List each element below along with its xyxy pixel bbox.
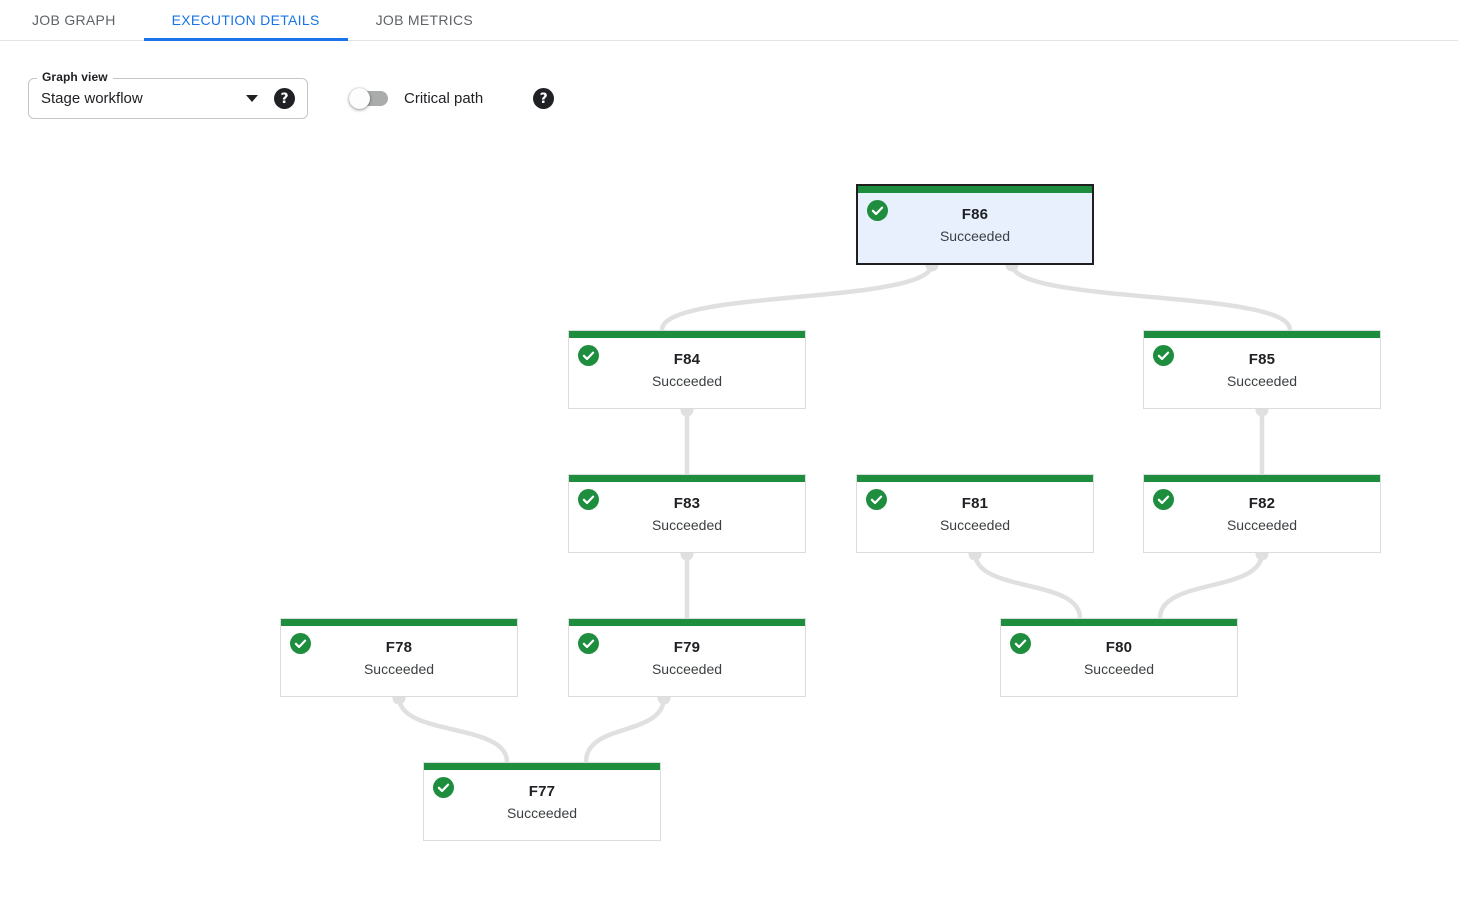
- stage-status: Succeeded: [939, 517, 1011, 533]
- graph-view-value: Stage workflow: [41, 90, 143, 107]
- critical-path-help-icon[interactable]: [533, 88, 555, 109]
- chevron-down-icon: [246, 95, 258, 102]
- graph-view-help-icon[interactable]: [274, 88, 295, 109]
- stage-name: F86: [961, 206, 989, 223]
- status-bar: [281, 619, 517, 626]
- check-circle-icon: [1153, 345, 1174, 366]
- stage-status: Succeeded: [1083, 661, 1155, 677]
- stage-node[interactable]: F77 Succeeded: [423, 762, 661, 841]
- stage-status: Succeeded: [1226, 373, 1298, 389]
- stage-name: F85: [1248, 351, 1276, 368]
- stage-node[interactable]: F83 Succeeded: [568, 474, 806, 553]
- stage-status: Succeeded: [651, 661, 723, 677]
- stage-name: F79: [673, 639, 701, 656]
- tab-execution-details[interactable]: EXECUTION DETAILS: [143, 0, 348, 41]
- check-circle-icon: [290, 633, 311, 654]
- status-bar: [569, 475, 805, 482]
- check-circle-icon: [1153, 489, 1174, 510]
- stage-node[interactable]: F78 Succeeded: [280, 618, 518, 697]
- status-bar: [1144, 475, 1380, 482]
- check-circle-icon: [866, 489, 887, 510]
- stage-name: F78: [385, 639, 413, 656]
- stage-name: F80: [1105, 639, 1133, 656]
- stage-node[interactable]: F82 Succeeded: [1143, 474, 1381, 553]
- status-bar: [569, 619, 805, 626]
- stage-status: Succeeded: [506, 805, 578, 821]
- status-bar: [857, 475, 1093, 482]
- stage-node[interactable]: F84 Succeeded: [568, 330, 806, 409]
- tab-job-graph[interactable]: JOB GRAPH: [32, 12, 116, 28]
- graph-controls: Graph view Stage workflow Critical path: [28, 70, 555, 119]
- stage-status: Succeeded: [939, 228, 1011, 244]
- status-bar: [858, 186, 1092, 193]
- critical-path-control: Critical path: [349, 88, 555, 109]
- stage-node[interactable]: F86 Succeeded: [856, 184, 1094, 265]
- stage-status: Succeeded: [1226, 517, 1298, 533]
- status-bar: [424, 763, 660, 770]
- stage-name: F77: [528, 783, 556, 800]
- check-circle-icon: [867, 200, 888, 221]
- tab-bar: JOB GRAPH EXECUTION DETAILS JOB METRICS: [0, 0, 1458, 41]
- check-circle-icon: [578, 489, 599, 510]
- status-bar: [1001, 619, 1237, 626]
- check-circle-icon: [433, 777, 454, 798]
- stage-node[interactable]: F80 Succeeded: [1000, 618, 1238, 697]
- graph-view-select[interactable]: Graph view Stage workflow: [28, 70, 308, 119]
- stage-node[interactable]: F79 Succeeded: [568, 618, 806, 697]
- stage-status: Succeeded: [363, 661, 435, 677]
- stage-node[interactable]: F85 Succeeded: [1143, 330, 1381, 409]
- stage-status: Succeeded: [651, 517, 723, 533]
- status-bar: [1144, 331, 1380, 338]
- status-bar: [569, 331, 805, 338]
- stage-name: F82: [1248, 495, 1276, 512]
- stage-name: F81: [961, 495, 989, 512]
- stage-name: F84: [673, 351, 701, 368]
- critical-path-toggle[interactable]: [349, 88, 388, 109]
- toggle-thumb: [349, 88, 370, 109]
- check-circle-icon: [578, 633, 599, 654]
- stage-node[interactable]: F81 Succeeded: [856, 474, 1094, 553]
- check-circle-icon: [578, 345, 599, 366]
- critical-path-label: Critical path: [404, 90, 484, 107]
- tab-job-metrics[interactable]: JOB METRICS: [375, 12, 474, 28]
- graph-view-label: Graph view: [37, 70, 113, 84]
- stage-name: F83: [673, 495, 701, 512]
- check-circle-icon: [1010, 633, 1031, 654]
- stage-status: Succeeded: [651, 373, 723, 389]
